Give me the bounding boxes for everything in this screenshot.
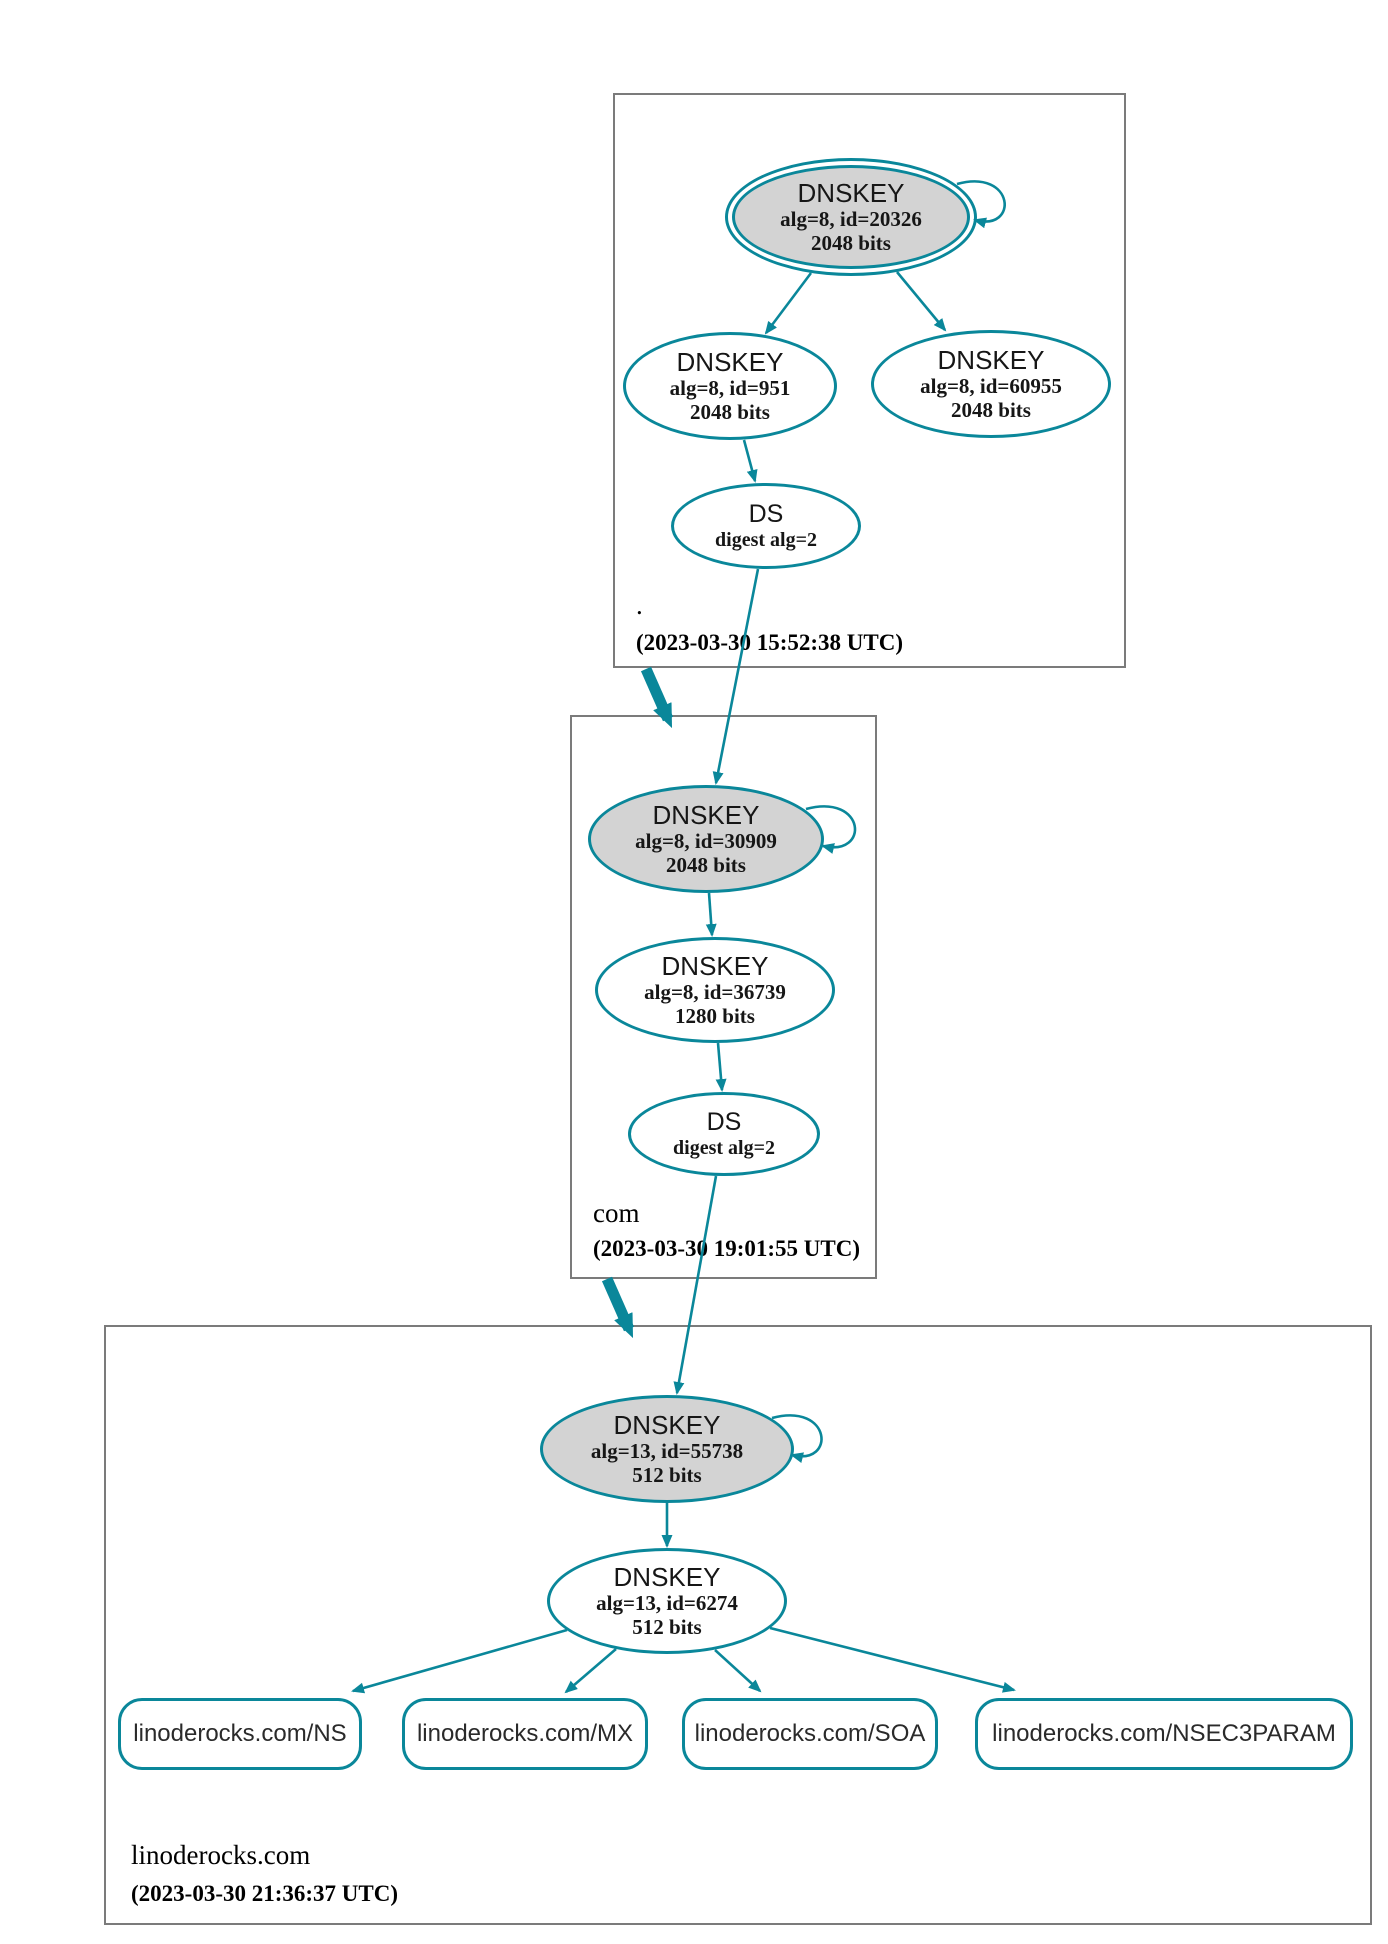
- dnskey-node-ksk-root-outer-ring: DNSKEY alg=8, id=20326 2048 bits: [725, 158, 977, 276]
- node-detail: alg=13, id=55738: [590, 1439, 744, 1463]
- zone-timestamp-com: (2023-03-30 19:01:55 UTC): [593, 1236, 861, 1261]
- rrset-node-soa[interactable]: linoderocks.com/SOA: [682, 1698, 938, 1770]
- node-size: 2048 bits: [666, 853, 746, 877]
- dnskey-node-com-30909[interactable]: DNSKEY alg=8, id=30909 2048 bits: [588, 785, 824, 893]
- dnskey-node-com-36739[interactable]: DNSKEY alg=8, id=36739 1280 bits: [595, 937, 835, 1043]
- node-detail: digest alg=2: [673, 1137, 775, 1159]
- node-detail: alg=8, id=60955: [920, 374, 1062, 398]
- node-title: DNSKEY: [797, 178, 905, 208]
- ds-node-root[interactable]: DS digest alg=2: [671, 483, 861, 569]
- rrset-node-ns[interactable]: linoderocks.com/NS: [118, 1698, 362, 1770]
- node-size: 512 bits: [632, 1615, 702, 1639]
- zone-label-com: com: [593, 1198, 640, 1228]
- dnskey-node-root-951[interactable]: DNSKEY alg=8, id=951 2048 bits: [623, 332, 837, 440]
- zone-timestamp-linoderocks: (2023-03-30 21:36:37 UTC): [131, 1881, 399, 1906]
- node-title: DNSKEY: [937, 345, 1045, 375]
- node-size: 1280 bits: [675, 1004, 755, 1028]
- node-detail: alg=13, id=6274: [596, 1591, 738, 1615]
- node-detail: alg=8, id=30909: [635, 829, 777, 853]
- rrset-label: linoderocks.com/NSEC3PARAM: [992, 1720, 1336, 1747]
- zone-box-linoderocks: [104, 1325, 1372, 1925]
- dnskey-node-lr-6274[interactable]: DNSKEY alg=13, id=6274 512 bits: [547, 1548, 787, 1654]
- ds-node-com[interactable]: DS digest alg=2: [628, 1092, 820, 1176]
- zone-label-linoderocks: linoderocks.com: [131, 1840, 311, 1870]
- node-title: DNSKEY: [652, 800, 760, 830]
- node-detail: alg=8, id=36739: [644, 980, 786, 1004]
- delegation-arrow-root-to-com: [640, 666, 674, 729]
- dnskey-node-lr-55738[interactable]: DNSKEY alg=13, id=55738 512 bits: [540, 1395, 794, 1503]
- rrset-node-mx[interactable]: linoderocks.com/MX: [402, 1698, 648, 1770]
- rrset-node-nsec3param[interactable]: linoderocks.com/NSEC3PARAM: [975, 1698, 1353, 1770]
- node-size: 512 bits: [632, 1463, 702, 1487]
- dnskey-node-root-20326[interactable]: DNSKEY alg=8, id=20326 2048 bits: [732, 165, 970, 269]
- node-size: 2048 bits: [951, 398, 1031, 422]
- node-title: DNSKEY: [613, 1410, 721, 1440]
- node-detail: alg=8, id=20326: [780, 207, 922, 231]
- node-title: DS: [748, 500, 784, 528]
- rrset-label: linoderocks.com/NS: [133, 1720, 347, 1747]
- node-detail: alg=8, id=951: [669, 376, 791, 400]
- zone-box-root: [613, 93, 1126, 668]
- node-title: DNSKEY: [676, 347, 784, 377]
- rrset-label: linoderocks.com/SOA: [694, 1720, 926, 1747]
- zone-timestamp-root: (2023-03-30 15:52:38 UTC): [636, 630, 904, 655]
- delegation-arrow-com-to-linoderocks: [601, 1276, 635, 1339]
- zone-label-root: .: [636, 590, 643, 620]
- node-size: 2048 bits: [690, 400, 770, 424]
- node-title: DS: [706, 1108, 742, 1136]
- dnskey-node-root-60955[interactable]: DNSKEY alg=8, id=60955 2048 bits: [871, 330, 1111, 438]
- node-title: DNSKEY: [613, 1562, 721, 1592]
- rrset-label: linoderocks.com/MX: [416, 1720, 634, 1747]
- node-title: DNSKEY: [661, 951, 769, 981]
- node-detail: digest alg=2: [715, 529, 817, 551]
- node-size: 2048 bits: [811, 231, 891, 255]
